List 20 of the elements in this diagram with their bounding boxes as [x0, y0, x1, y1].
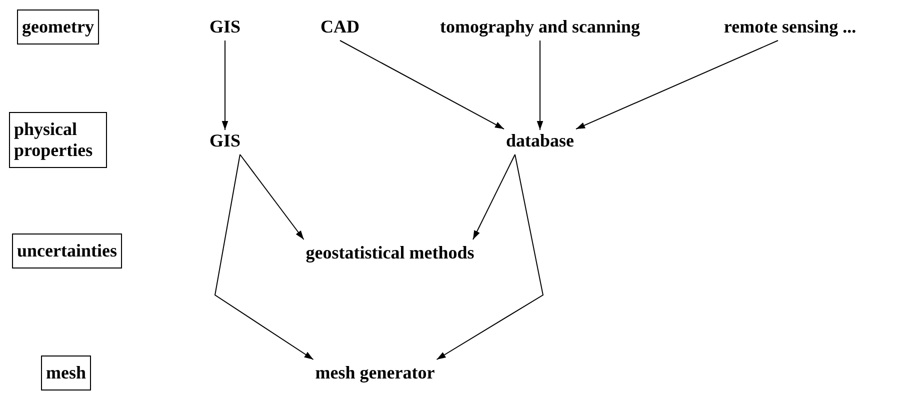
level-label-box: uncertainties [12, 234, 122, 268]
arrow [472, 154, 516, 240]
level-label-box: physical properties [9, 112, 107, 168]
component-label: tomography and scanning [440, 16, 640, 38]
arrow [340, 40, 504, 130]
arrow [436, 154, 544, 360]
arrow [222, 40, 228, 130]
arrow [576, 40, 778, 130]
level-label-box: geometry [17, 10, 99, 44]
level-label-box: mesh [41, 356, 91, 390]
component-label: GIS [209, 16, 241, 38]
component-label: GIS [209, 130, 241, 152]
arrow [536, 40, 544, 130]
component-label: CAD [320, 16, 360, 38]
arrow [240, 154, 304, 240]
arrow [214, 154, 314, 360]
component-label: mesh generator [315, 362, 435, 384]
component-label: database [506, 130, 574, 152]
component-label: geostatistical methods [306, 242, 474, 264]
component-label: remote sensing ... [724, 16, 856, 38]
